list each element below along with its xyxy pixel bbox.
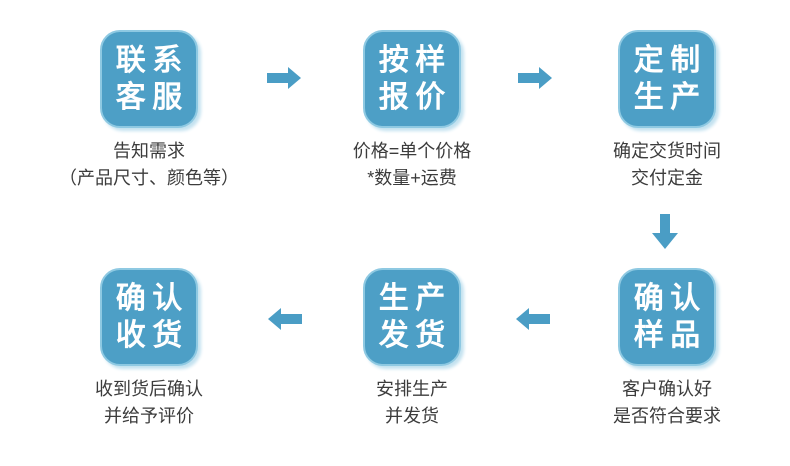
step-caption: 客户确认好 是否符合要求 bbox=[613, 376, 721, 430]
arrow-left-icon bbox=[268, 308, 302, 330]
step-title-line: 收货 bbox=[115, 319, 189, 352]
step-caption: 告知需求 （产品尺寸、颜色等） bbox=[59, 138, 239, 192]
step-box-custom-production: 定制 生产 bbox=[618, 30, 716, 128]
caption-line: *数量+运费 bbox=[367, 168, 457, 188]
step-title-line: 确认 bbox=[115, 282, 189, 315]
arrow-left-icon bbox=[516, 308, 550, 330]
step-title-line: 生产 bbox=[633, 81, 707, 114]
step-caption: 确定交货时间 交付定金 bbox=[613, 138, 721, 192]
step-box-confirm-receipt: 确认 收货 bbox=[100, 268, 198, 366]
arrow-down-icon bbox=[652, 214, 678, 249]
step-produce-and-ship: 生产 发货 安排生产 并发货 bbox=[297, 268, 527, 430]
step-box-confirm-sample: 确认 样品 bbox=[618, 268, 716, 366]
caption-line: 并发货 bbox=[385, 406, 439, 426]
caption-line: 告知需求 bbox=[113, 141, 185, 161]
step-title-line: 报价 bbox=[378, 81, 452, 114]
step-caption: 价格=单个价格 *数量+运费 bbox=[353, 138, 472, 192]
step-box-contact-service: 联系 客服 bbox=[100, 30, 198, 128]
caption-line: 确定交货时间 bbox=[613, 141, 721, 161]
step-title-line: 确认 bbox=[633, 282, 707, 315]
step-caption: 安排生产 并发货 bbox=[376, 376, 448, 430]
caption-line: 并给予评价 bbox=[104, 406, 194, 426]
step-quote-by-sample: 按样 报价 价格=单个价格 *数量+运费 bbox=[297, 30, 527, 192]
step-title-line: 发货 bbox=[378, 319, 452, 352]
step-title-line: 样品 bbox=[633, 319, 707, 352]
step-title-line: 按样 bbox=[378, 44, 452, 77]
step-custom-production: 定制 生产 确定交货时间 交付定金 bbox=[552, 30, 782, 192]
arrow-right-icon bbox=[267, 67, 301, 89]
step-confirm-sample: 确认 样品 客户确认好 是否符合要求 bbox=[552, 268, 782, 430]
caption-line: 交付定金 bbox=[631, 168, 703, 188]
caption-line: 是否符合要求 bbox=[613, 406, 721, 426]
step-title-line: 客服 bbox=[115, 81, 189, 114]
step-box-produce-and-ship: 生产 发货 bbox=[363, 268, 461, 366]
caption-line: 安排生产 bbox=[376, 379, 448, 399]
caption-line: 客户确认好 bbox=[622, 379, 712, 399]
step-contact-service: 联系 客服 告知需求 （产品尺寸、颜色等） bbox=[34, 30, 264, 192]
step-box-quote-by-sample: 按样 报价 bbox=[363, 30, 461, 128]
step-title-line: 定制 bbox=[633, 44, 707, 77]
caption-line: 价格=单个价格 bbox=[352, 141, 472, 161]
caption-line: （产品尺寸、颜色等） bbox=[59, 168, 239, 188]
step-caption: 收到货后确认 并给予评价 bbox=[95, 376, 203, 430]
step-title-line: 联系 bbox=[115, 44, 189, 77]
caption-line: 收到货后确认 bbox=[95, 379, 203, 399]
step-title-line: 生产 bbox=[378, 282, 452, 315]
step-confirm-receipt: 确认 收货 收到货后确认 并给予评价 bbox=[34, 268, 264, 430]
arrow-right-icon bbox=[518, 67, 552, 89]
